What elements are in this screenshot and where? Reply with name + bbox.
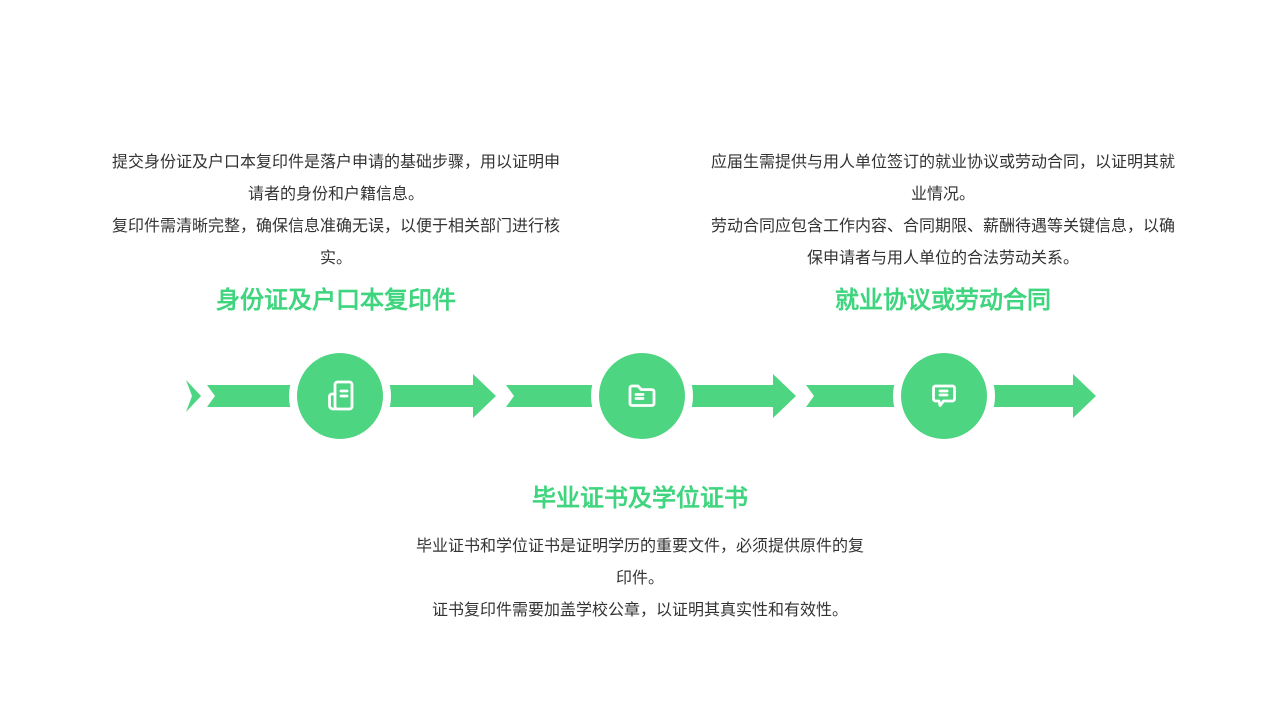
step-title: 毕业证书及学位证书 (532, 485, 748, 512)
step-description: 证书复印件需要加盖学校公章，以证明其真实性和有效性。 (431, 602, 848, 619)
document-icon (328, 380, 354, 411)
step-title: 就业协议或劳动合同 (835, 287, 1051, 314)
node-2-circle (599, 353, 685, 439)
timeline-node-2 (591, 345, 693, 447)
timeline-node-3 (893, 345, 995, 447)
step-block-employment-contract: 应届生需提供与用人单位签订的就业协议或劳动合同，以证明其就业情况。 劳动合同应包… (708, 147, 1178, 317)
folder-icon (628, 384, 656, 407)
comment-icon (932, 384, 956, 407)
timeline-node-1 (289, 345, 391, 447)
step-description: 劳动合同应包含工作内容、合同期限、薪酬待遇等关键信息，以确保申请者与用人单位的合… (710, 218, 1175, 267)
step-title: 身份证及户口本复印件 (216, 287, 456, 314)
step-description: 毕业证书和学位证书是证明学历的重要文件，必须提供原件的复印件。 (415, 538, 864, 587)
step-block-id-copies: 提交身份证及户口本复印件是落户申请的基础步骤，用以证明申请者的身份和户籍信息。 … (105, 147, 567, 317)
step-description: 应届生需提供与用人单位签订的就业协议或劳动合同，以证明其就业情况。 (710, 154, 1175, 203)
timeline-start-chevron (186, 380, 201, 412)
step-description: 复印件需清晰完整，确保信息准确无误，以便于相关部门进行核实。 (111, 218, 560, 267)
step-block-graduation-certificates: 毕业证书及学位证书 毕业证书和学位证书是证明学历的重要文件，必须提供原件的复印件… (410, 483, 870, 627)
step-description: 提交身份证及户口本复印件是落户申请的基础步骤，用以证明申请者的身份和户籍信息。 (111, 154, 560, 203)
